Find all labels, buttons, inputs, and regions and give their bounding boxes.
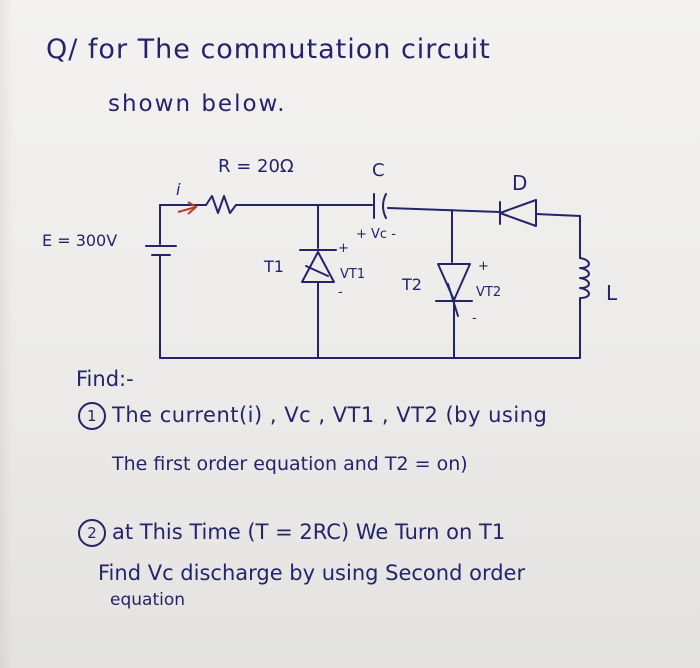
t2-gate bbox=[447, 283, 459, 317]
question-heading: Q/ for The commutation circuit bbox=[46, 34, 491, 65]
item2-line1: at This Time (T = 2RC) We Turn on T1 bbox=[112, 520, 506, 544]
resistor-label: R = 20Ω bbox=[218, 156, 294, 177]
capacitor-voltage-label: + Vc - bbox=[356, 227, 396, 242]
diode-label: D bbox=[512, 171, 527, 195]
t1-gate bbox=[305, 265, 329, 277]
find-title: Find:- bbox=[76, 367, 134, 391]
item2-line3: equation bbox=[110, 590, 186, 610]
capacitor-label: C bbox=[372, 160, 385, 181]
inductor-coil bbox=[579, 257, 590, 305]
resistor-symbol bbox=[205, 195, 251, 214]
current-arrow-icon bbox=[177, 201, 198, 215]
item2-line2: Find Vc discharge by using Second order bbox=[98, 561, 526, 585]
vt1-label: VT1 bbox=[340, 267, 365, 282]
thyristor1-label: T1 bbox=[263, 257, 284, 276]
current-label: i bbox=[176, 180, 181, 199]
t2-triangle bbox=[437, 263, 471, 301]
vt2-minus: - bbox=[472, 311, 477, 326]
vt1-minus: - bbox=[338, 285, 343, 300]
diode-triangle bbox=[499, 199, 537, 227]
vt2-label: VT2 bbox=[476, 285, 501, 300]
source-label: E = 300V bbox=[42, 231, 117, 250]
vt2-plus: + bbox=[478, 259, 489, 274]
wire-top-right bbox=[387, 207, 501, 213]
vt1-plus: + bbox=[338, 241, 349, 256]
question-subheading: shown below. bbox=[108, 91, 287, 117]
item1-number: 1 bbox=[78, 402, 106, 430]
item1-line2: The first order equation and T2 = on) bbox=[112, 453, 468, 475]
item2-number: 2 bbox=[78, 519, 106, 547]
inductor-label: L bbox=[606, 281, 618, 305]
wire-diode-right bbox=[535, 213, 581, 217]
capacitor-plate-right bbox=[382, 193, 387, 219]
thyristor2-label: T2 bbox=[401, 275, 422, 294]
item1-line1: The current(i) , Vc , VT1 , VT2 (by usin… bbox=[112, 403, 548, 427]
